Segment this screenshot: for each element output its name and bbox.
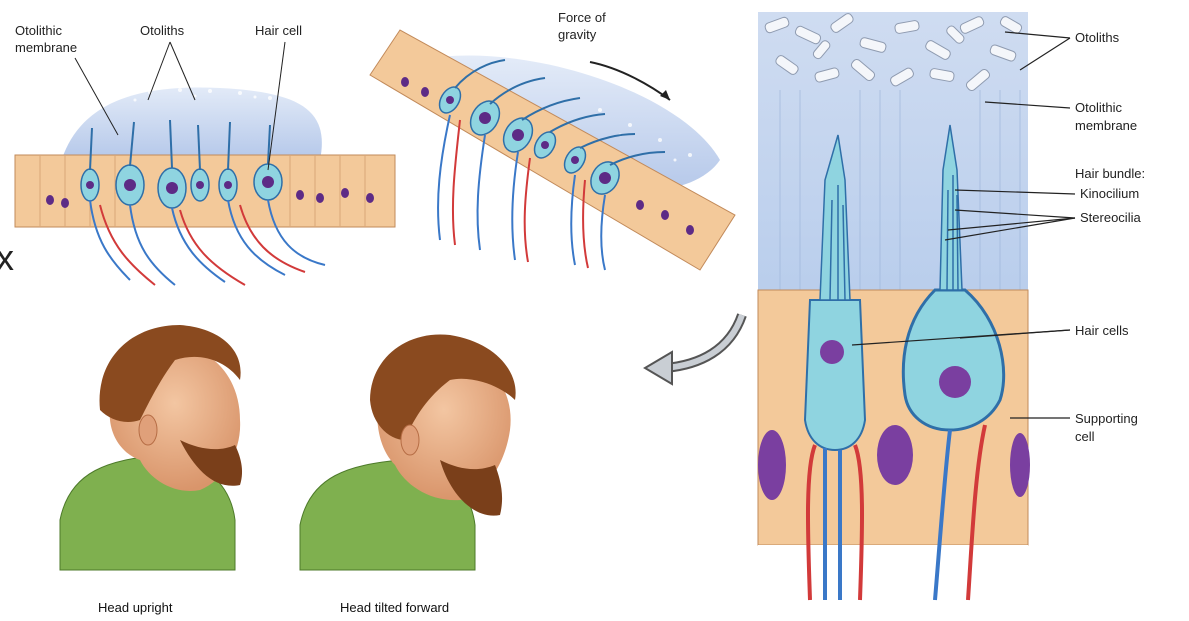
label-hair-cell: Hair cell xyxy=(255,23,302,38)
label-kinocilium: Kinocilium xyxy=(1080,186,1139,201)
caption-head-tilted-forward: Head tilted forward xyxy=(340,600,449,615)
label-force-of-gravity-1: Force of xyxy=(558,10,606,25)
label-supporting-cell-2: cell xyxy=(1075,429,1095,444)
label-hair-bundle: Hair bundle: xyxy=(1075,166,1145,181)
curved-arrow xyxy=(645,315,742,384)
label-supporting-cell-1: Supporting xyxy=(1075,411,1138,426)
label-force-of-gravity-2: gravity xyxy=(558,27,597,42)
label-hair-cells: Hair cells xyxy=(1075,323,1129,338)
label-otoliths-right: Otoliths xyxy=(1075,30,1120,45)
cropped-letter: x xyxy=(0,237,14,278)
label-otolithic-membrane-1: Otolithic xyxy=(15,23,62,38)
head-upright-illustration xyxy=(60,325,242,570)
head-tilted-illustration xyxy=(300,334,516,570)
otolith-organ-tilted: Force of gravity xyxy=(370,10,735,270)
label-otolithic-membrane-2: membrane xyxy=(15,40,77,55)
hair-cell-detail: Otoliths Otolithic membrane Hair bundle:… xyxy=(758,12,1145,602)
label-otolithic-membrane-right-2: membrane xyxy=(1075,118,1137,133)
label-otoliths: Otoliths xyxy=(140,23,185,38)
label-stereocilia: Stereocilia xyxy=(1080,210,1141,225)
label-otolithic-membrane-right-1: Otolithic xyxy=(1075,100,1122,115)
otolith-organ-upright: Otolithic membrane Otoliths Hair cell xyxy=(15,23,395,285)
caption-head-upright: Head upright xyxy=(98,600,173,615)
